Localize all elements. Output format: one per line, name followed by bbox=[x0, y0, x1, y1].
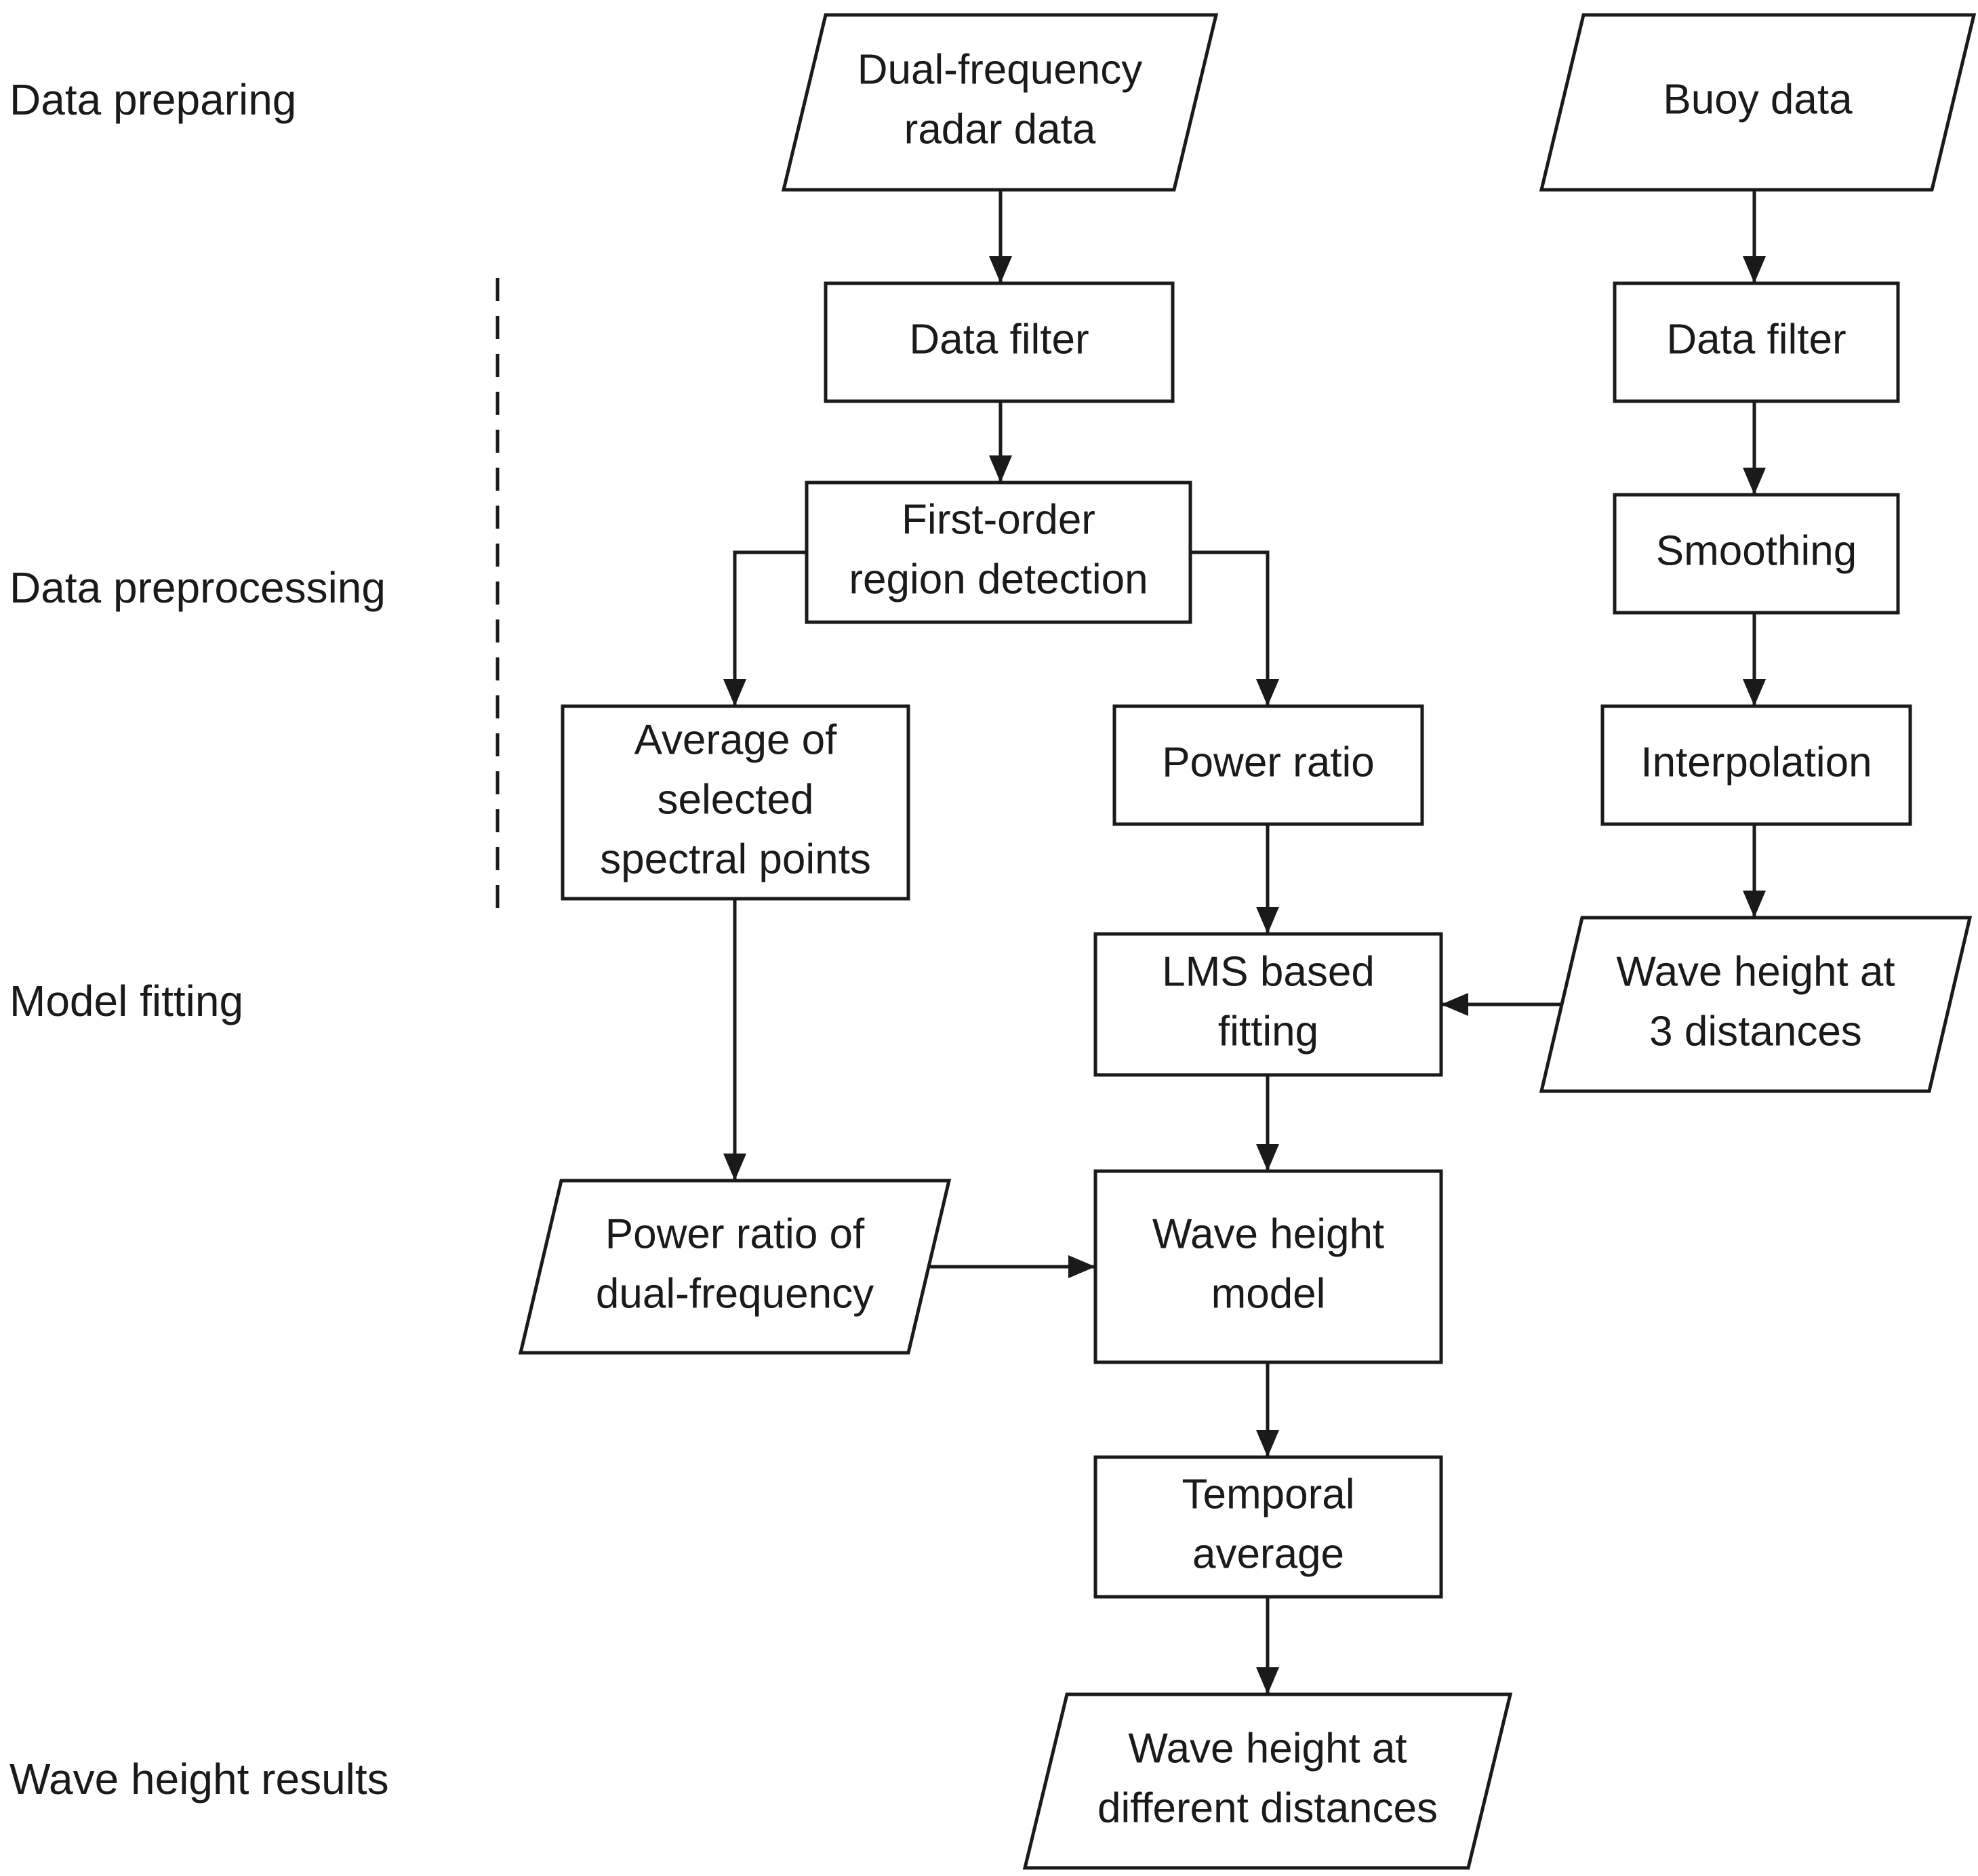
first-order-region-detection-text-line: region detection bbox=[849, 556, 1148, 603]
power-ratio-of-dual-frequency-text-line: dual-frequency bbox=[596, 1270, 874, 1317]
radar-data-filter-node: Data filter bbox=[824, 281, 1175, 403]
power-ratio-text-line: Power ratio bbox=[1162, 739, 1375, 786]
arrowhead bbox=[1256, 907, 1279, 934]
temporal-average-text-line: Temporal bbox=[1182, 1471, 1355, 1517]
edge-average-of-selected-spectral-points-to-power-ratio-of-dual-frequency bbox=[723, 899, 746, 1181]
arrowhead bbox=[1743, 468, 1766, 495]
arrowhead bbox=[1256, 1144, 1279, 1171]
temporal-average-node: Temporal average bbox=[1093, 1455, 1443, 1599]
arrowhead bbox=[723, 1154, 746, 1181]
radar-data-filter-text-line: Data filter bbox=[909, 316, 1089, 363]
dual-frequency-radar-data-parallelogram bbox=[781, 13, 1219, 192]
dual-frequency-radar-data-text-line: Dual-frequency bbox=[857, 46, 1142, 93]
arrowhead bbox=[1256, 1430, 1279, 1457]
arrowhead bbox=[1441, 993, 1468, 1016]
wave-height-at-different-distances-node: Wave height at different distances bbox=[1022, 1692, 1513, 1870]
arrowhead bbox=[1068, 1255, 1095, 1278]
edge-wave-height-model-to-temporal-average bbox=[1256, 1362, 1279, 1457]
arrowhead bbox=[989, 256, 1012, 283]
buoy-data-filter-node: Data filter bbox=[1613, 281, 1900, 403]
wave-height-model-text-line: model bbox=[1211, 1270, 1326, 1317]
wave-height-at-3-distances-text-line: 3 distances bbox=[1649, 1008, 1862, 1055]
buoy-data-parallelogram bbox=[1539, 13, 1977, 192]
smoothing-box bbox=[1613, 493, 1900, 615]
arrowhead bbox=[1256, 1667, 1279, 1694]
wave-height-at-different-distances-parallelogram bbox=[1022, 1692, 1513, 1870]
wave-height-at-different-distances-text-line: different distances bbox=[1097, 1785, 1438, 1831]
first-order-region-detection-node: First-order region detection bbox=[805, 481, 1192, 624]
dual-frequency-radar-data-text-line: radar data bbox=[904, 106, 1096, 152]
smoothing-text-line: Smoothing bbox=[1656, 527, 1857, 574]
wave-height-at-3-distances-text-line: Wave height at bbox=[1616, 948, 1895, 995]
radar-data-filter-box bbox=[824, 281, 1175, 403]
average-of-selected-spectral-points-text-line: selected bbox=[658, 776, 814, 823]
power-ratio-of-dual-frequency-parallelogram bbox=[518, 1179, 952, 1355]
edge-power-ratio-of-dual-frequency-to-wave-height-model bbox=[929, 1255, 1095, 1278]
arrowhead bbox=[723, 679, 746, 706]
stage-wave-height-results-label: Wave height results bbox=[9, 1755, 389, 1803]
average-of-selected-spectral-points-text-line: Average of bbox=[634, 716, 838, 763]
edge-first-order-region-detection-to-power-ratio bbox=[1190, 550, 1279, 706]
dual-frequency-radar-data-node: Dual-frequency radar data bbox=[781, 13, 1219, 192]
interpolation-box bbox=[1600, 704, 1912, 826]
power-ratio-box bbox=[1112, 704, 1424, 826]
power-ratio-node: Power ratio bbox=[1112, 704, 1424, 826]
lms-based-fitting-node: LMS based fitting bbox=[1093, 932, 1443, 1077]
first-order-region-detection-box bbox=[805, 481, 1192, 624]
average-of-selected-spectral-points-text-line: spectral points bbox=[600, 836, 871, 882]
stage-data-preprocessing-label: Data preprocessing bbox=[9, 563, 386, 612]
temporal-average-box bbox=[1093, 1455, 1443, 1599]
lms-based-fitting-text-line: LMS based bbox=[1162, 948, 1375, 995]
power-ratio-of-dual-frequency-node: Power ratio of dual-frequency bbox=[518, 1179, 952, 1355]
edge-lms-based-fitting-to-wave-height-model bbox=[1256, 1075, 1279, 1171]
edge-power-ratio-to-lms-based-fitting bbox=[1256, 824, 1279, 934]
first-order-region-detection-text-line: First-order bbox=[902, 496, 1095, 543]
average-of-selected-spectral-points-box bbox=[561, 704, 910, 901]
arrowhead bbox=[989, 455, 1012, 483]
interpolation-text-line: Interpolation bbox=[1640, 739, 1872, 786]
wave-height-model-box bbox=[1093, 1169, 1443, 1364]
wave-height-at-3-distances-parallelogram bbox=[1539, 916, 1973, 1093]
buoy-data-filter-box bbox=[1613, 281, 1900, 403]
power-ratio-of-dual-frequency-text-line: Power ratio of bbox=[605, 1210, 865, 1257]
arrowhead bbox=[1743, 256, 1766, 283]
edge-buoy-data-filter-to-smoothing bbox=[1743, 401, 1766, 495]
temporal-average-text-line: average bbox=[1192, 1530, 1344, 1577]
stage-model-fitting-label: Model fitting bbox=[9, 977, 243, 1025]
wave-height-model-text-line: Wave height bbox=[1152, 1210, 1384, 1257]
edge-dual-frequency-radar-data-to-radar-data-filter bbox=[989, 190, 1012, 283]
wave-height-model-node: Wave height model bbox=[1093, 1169, 1443, 1364]
arrowhead bbox=[1743, 679, 1766, 706]
buoy-data-text-line: Buoy data bbox=[1663, 76, 1853, 123]
average-of-selected-spectral-points-node: Average of selected spectral points bbox=[561, 704, 910, 901]
edge-wave-height-at-3-distances-to-lms-based-fitting bbox=[1441, 993, 1562, 1016]
wave-height-at-different-distances-text-line: Wave height at bbox=[1128, 1725, 1407, 1772]
arrowhead bbox=[1256, 679, 1279, 706]
stage-data-preparing-label: Data preparing bbox=[9, 75, 296, 124]
edge-radar-data-filter-to-first-order-region-detection bbox=[989, 401, 1012, 483]
edge-buoy-data-to-buoy-data-filter bbox=[1743, 190, 1766, 283]
edge-interpolation-to-wave-height-at-3-distances bbox=[1743, 824, 1766, 918]
wave-height-at-3-distances-node: Wave height at 3 distances bbox=[1539, 916, 1973, 1093]
lms-based-fitting-box bbox=[1093, 932, 1443, 1077]
arrowhead bbox=[1743, 891, 1766, 918]
edge-temporal-average-to-wave-height-at-different-distances bbox=[1256, 1597, 1279, 1694]
buoy-data-node: Buoy data bbox=[1539, 13, 1977, 192]
smoothing-node: Smoothing bbox=[1613, 493, 1900, 615]
edge-first-order-region-detection-to-average-of-selected-spectral-points bbox=[723, 550, 807, 706]
buoy-data-filter-text-line: Data filter bbox=[1666, 316, 1846, 363]
edge-smoothing-to-interpolation bbox=[1743, 613, 1766, 706]
interpolation-node: Interpolation bbox=[1600, 704, 1912, 826]
lms-based-fitting-text-line: fitting bbox=[1218, 1008, 1318, 1055]
